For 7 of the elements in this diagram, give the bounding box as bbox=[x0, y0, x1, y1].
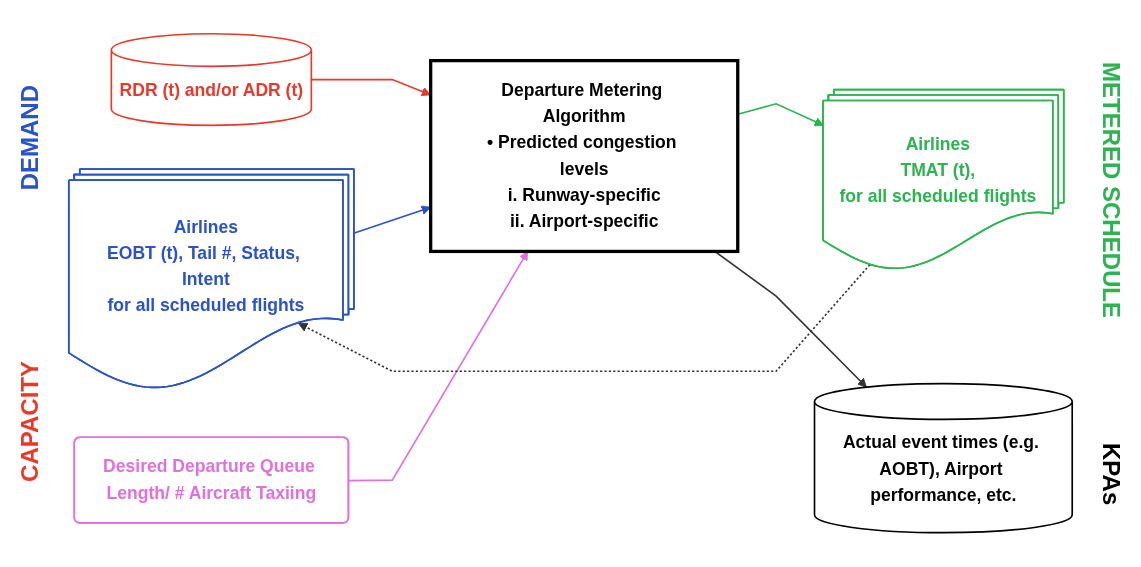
side-label: DEMAND bbox=[16, 85, 44, 191]
arrow bbox=[298, 264, 871, 373]
arrow bbox=[348, 251, 529, 482]
side-label: METERED SCHEDULE bbox=[1097, 62, 1125, 319]
node-box: Departure Metering Algorithm • Predicted congestion levels i. Runway-specific ii. Airport-specific bbox=[429, 59, 740, 254]
side-label: KPAs bbox=[1097, 442, 1125, 505]
side-label: CAPACITY bbox=[16, 360, 44, 482]
